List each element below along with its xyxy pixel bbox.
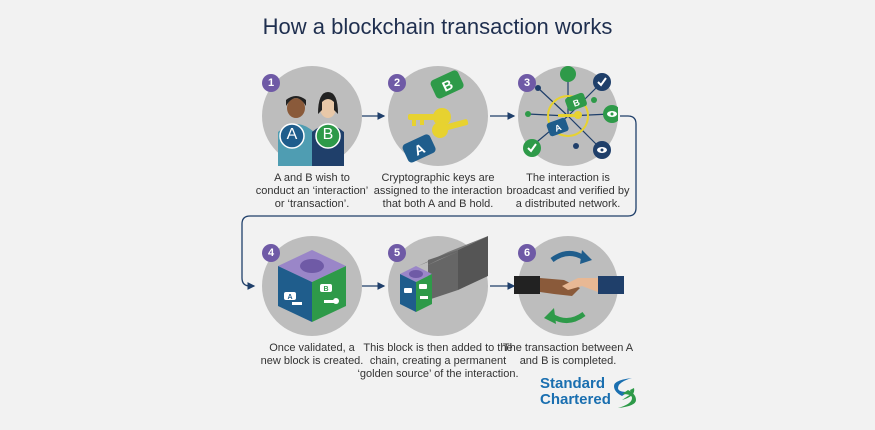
label-b: B bbox=[322, 126, 334, 143]
step-1-line-1: A and B wish to bbox=[274, 172, 350, 184]
keys-icon: B A bbox=[402, 70, 469, 163]
svg-text:B: B bbox=[572, 97, 582, 109]
step-3-caption: The interaction is broadcast and verifie… bbox=[478, 172, 658, 211]
svg-text:A: A bbox=[553, 122, 563, 134]
step-5-line-1: This block is then added to the bbox=[363, 342, 513, 354]
step-2-line-1: Cryptographic keys are bbox=[381, 172, 495, 184]
step-1-line-3: or ‘transaction’. bbox=[274, 198, 350, 210]
step-2-line-2: assigned to the interaction bbox=[373, 185, 503, 197]
step-2-number: 2 bbox=[388, 74, 406, 92]
block-icon: B A bbox=[278, 250, 346, 322]
step-6-line-1: The transaction between A bbox=[502, 342, 634, 354]
logo-line-1: Standard bbox=[540, 375, 606, 392]
step-2-circle: B A bbox=[388, 66, 488, 166]
step-3-number: 3 bbox=[518, 74, 536, 92]
page-title: How a blockchain transaction works bbox=[262, 14, 613, 39]
people-icon bbox=[278, 92, 344, 166]
step-4-number: 4 bbox=[262, 244, 280, 262]
step-4-caption: Once validated, a new block is created. bbox=[222, 342, 402, 368]
step-5-caption: This block is then added to the chain, c… bbox=[348, 342, 528, 381]
step-4-line-1: Once validated, a bbox=[269, 342, 355, 354]
logo-line-2: Chartered bbox=[540, 391, 611, 408]
step-3-line-3: a distributed network. bbox=[515, 198, 621, 210]
label-a: A bbox=[286, 126, 298, 143]
step-1-caption: A and B wish to conduct an ‘interaction’… bbox=[222, 172, 402, 211]
chain-icon bbox=[400, 236, 488, 312]
svg-text:B: B bbox=[323, 286, 328, 293]
step-2-line-3: that both A and B hold. bbox=[382, 198, 494, 210]
step-6-circle bbox=[514, 236, 624, 336]
logo-mark-icon bbox=[614, 378, 636, 408]
step-6-caption: The transaction between A and B is compl… bbox=[478, 342, 658, 368]
step-5-number: 5 bbox=[388, 244, 406, 262]
svg-text:A: A bbox=[287, 294, 292, 301]
step-4-circle: B A bbox=[262, 236, 362, 336]
step-5-line-3: ‘golden source’ of the interaction. bbox=[357, 368, 519, 380]
step-6-line-2: and B is completed. bbox=[519, 355, 617, 367]
step-5-line-2: chain, creating a permanent bbox=[369, 355, 507, 367]
step-6-number: 6 bbox=[518, 244, 536, 262]
step-1-number: 1 bbox=[262, 74, 280, 92]
network-icon: A B bbox=[523, 66, 621, 159]
step-3-line-1: The interaction is bbox=[526, 172, 610, 184]
step-2-caption: Cryptographic keys are assigned to the i… bbox=[348, 172, 528, 211]
step-1-line-2: conduct an ‘interaction’ bbox=[255, 185, 369, 197]
arrow-3-4 bbox=[241, 115, 637, 290]
step-4-line-2: new block is created. bbox=[260, 355, 364, 367]
logo-wordmark: Standard Chartered bbox=[540, 375, 611, 408]
step-1-circle: A B bbox=[262, 66, 362, 166]
handshake-icon bbox=[514, 250, 624, 324]
step-3-line-2: broadcast and verified by bbox=[506, 185, 630, 197]
